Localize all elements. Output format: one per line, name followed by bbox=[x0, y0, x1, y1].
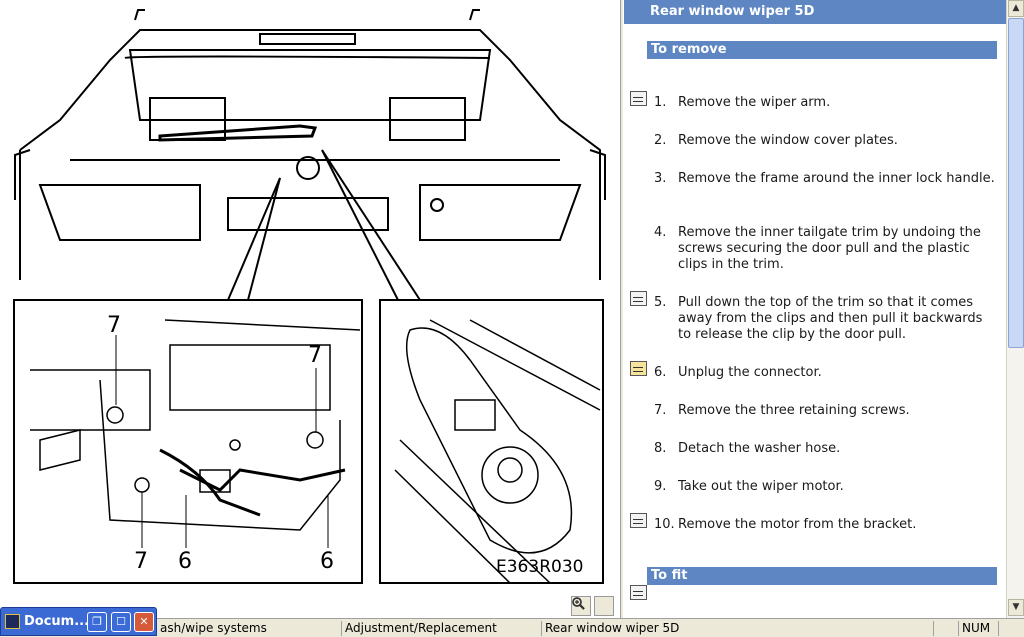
step-number: 7. bbox=[654, 403, 667, 418]
step-text: Remove the frame around the inner lock h… bbox=[678, 171, 995, 186]
scroll-up-arrow-icon[interactable]: ▲ bbox=[1008, 0, 1024, 17]
step-link-icon[interactable] bbox=[630, 91, 647, 106]
status-topic: Rear window wiper 5D bbox=[541, 621, 933, 636]
callout-7-bottom: 7 bbox=[134, 549, 148, 574]
pane-splitter[interactable] bbox=[620, 0, 624, 618]
section-to-fit: To fit bbox=[647, 567, 997, 585]
step-number: 8. bbox=[654, 441, 667, 456]
status-num-lock: NUM bbox=[958, 621, 998, 636]
step-text: Take out the wiper motor. bbox=[678, 479, 844, 494]
step-number: 3. bbox=[654, 171, 667, 186]
step-text: Detach the washer hose. bbox=[678, 441, 841, 456]
step-text: Remove the wiper arm. bbox=[678, 95, 831, 110]
document-pane: Rear window wiper 5D To remove 1. Remove… bbox=[624, 0, 1006, 618]
step-number: 10. bbox=[654, 517, 675, 532]
scroll-thumb[interactable] bbox=[1008, 18, 1024, 348]
step-text: Pull down the top of the trim so that it… bbox=[678, 295, 983, 342]
document-window-icon bbox=[5, 614, 20, 629]
vertical-scrollbar[interactable]: ▲ ▼ bbox=[1006, 0, 1024, 618]
scroll-down-arrow-icon[interactable]: ▼ bbox=[1008, 599, 1024, 616]
step-link-icon[interactable] bbox=[630, 513, 647, 528]
status-section: ash/wipe systems bbox=[160, 621, 267, 635]
callout-7-top-left: 7 bbox=[107, 313, 121, 338]
step-number: 4. bbox=[654, 225, 667, 240]
restore-icon[interactable]: ❐ bbox=[87, 612, 107, 632]
step-link-icon[interactable] bbox=[630, 585, 647, 600]
step-number: 5. bbox=[654, 295, 667, 310]
step-link-icon-active[interactable] bbox=[630, 361, 647, 376]
document-title: Rear window wiper 5D bbox=[624, 0, 1006, 24]
status-empty bbox=[933, 621, 958, 636]
step-text: Unplug the connector. bbox=[678, 365, 822, 380]
step-text: Remove the window cover plates. bbox=[678, 133, 898, 148]
minimized-window-label: Docum... bbox=[24, 614, 90, 629]
close-icon[interactable]: ✕ bbox=[134, 612, 154, 632]
callout-6-right: 6 bbox=[320, 549, 334, 574]
step-text: Remove the inner tailgate trim by undoin… bbox=[678, 225, 981, 272]
step-text: Remove the motor from the bracket. bbox=[678, 517, 917, 532]
zoom-controls bbox=[571, 596, 614, 616]
wiper-illustration: 7 7 7 6 6 bbox=[13, 9, 606, 584]
status-grip bbox=[998, 621, 1024, 636]
step-number: 9. bbox=[654, 479, 667, 494]
step-number: 2. bbox=[654, 133, 667, 148]
section-to-remove: To remove bbox=[647, 41, 997, 59]
callout-6-left: 6 bbox=[178, 549, 192, 574]
status-bar: ash/wipe systems Adjustment/Replacement … bbox=[0, 618, 1024, 637]
zoom-out-icon[interactable] bbox=[572, 596, 614, 616]
illustration-pane: 7 7 7 6 6 bbox=[0, 0, 620, 618]
step-text: Remove the three retaining screws. bbox=[678, 403, 910, 418]
maximize-icon[interactable]: ☐ bbox=[111, 612, 131, 632]
step-link-icon[interactable] bbox=[630, 291, 647, 306]
status-mode: Adjustment/Replacement bbox=[341, 621, 541, 636]
callout-7-top-right: 7 bbox=[308, 343, 322, 368]
minimized-document-window[interactable]: Docum... ❐ ☐ ✕ bbox=[0, 607, 157, 636]
step-number: 1. bbox=[654, 95, 667, 110]
step-number: 6. bbox=[654, 365, 667, 380]
illustration-caption: E363R030 bbox=[496, 557, 583, 577]
